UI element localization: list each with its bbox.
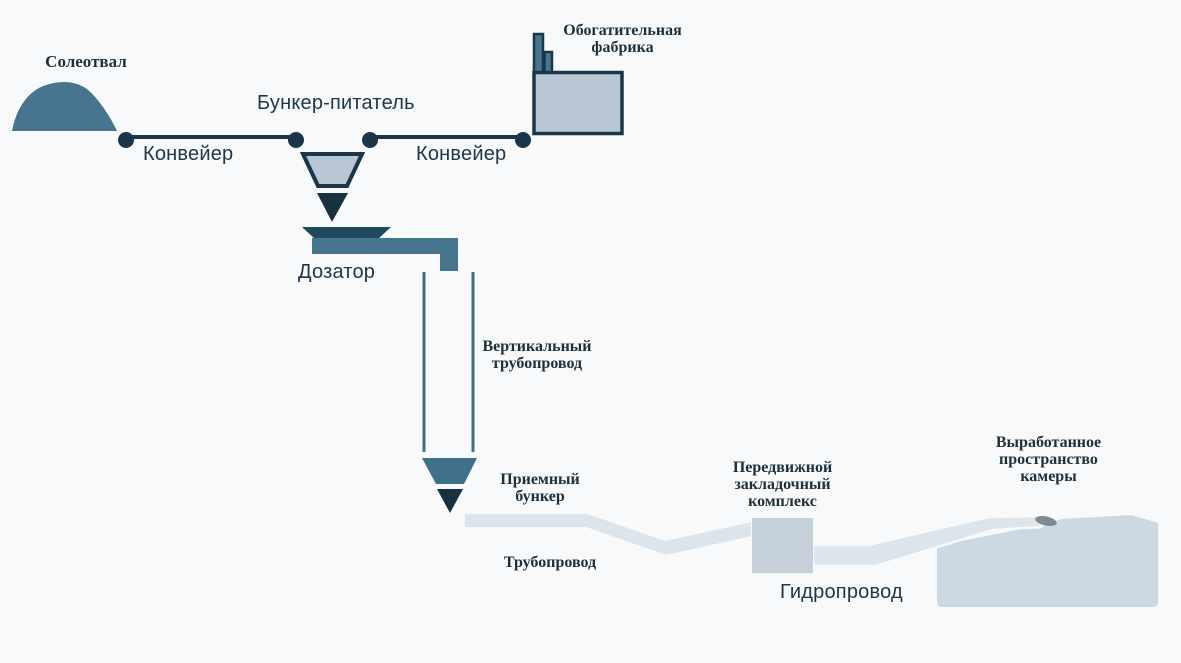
- label-receiving-bunker: Приемный бункер: [500, 471, 580, 505]
- label-conveyor-left: Конвейер: [143, 143, 234, 165]
- label-dosator: Дозатор: [298, 261, 376, 283]
- factory-chimney-short-shape: [543, 50, 554, 76]
- salt-pile-shape: [12, 81, 117, 131]
- conveyor-left-dot-start: [118, 132, 134, 148]
- dosator-tray-shape: [302, 227, 391, 240]
- conveyor-right-dot-end: [515, 132, 531, 148]
- label-pipeline: Трубопровод: [503, 554, 597, 571]
- receiving-bunker-funnel-shape: [422, 458, 477, 484]
- label-conveyor-right: Конвейер: [416, 143, 507, 165]
- label-salt-pile: Солеотвал: [45, 52, 127, 71]
- dosator-pipe-shape: [312, 238, 458, 271]
- pipeline-shape: [463, 512, 753, 558]
- conveyor-right-dot-start: [362, 132, 378, 148]
- mined-out-chamber-shape: [937, 515, 1158, 607]
- factory-chimney-tall-shape: [532, 32, 545, 76]
- bunker-feeder-funnel-shape: [299, 152, 366, 188]
- bunker-feeder-spout-shape: [317, 193, 348, 222]
- label-bunker-feeder: Бункер-питатель: [257, 92, 415, 114]
- conveyor-left-dot-end: [288, 132, 304, 148]
- label-factory: Обогатительная фабрика: [563, 22, 682, 56]
- label-hydro-pipeline: Гидропровод: [780, 581, 903, 603]
- factory-building-shape: [532, 70, 624, 136]
- label-vertical-pipeline: Вертикальный трубопровод: [482, 338, 592, 372]
- label-mobile-backfill-complex: Передвижной закладочный комплекс: [732, 459, 833, 510]
- mobile-backfill-complex-shape: [752, 518, 813, 573]
- receiving-bunker-spout-shape: [437, 489, 463, 513]
- label-mined-out-chamber: Выработанное пространство камеры: [995, 434, 1102, 485]
- pipeline-nozzle-icon: [1035, 516, 1057, 526]
